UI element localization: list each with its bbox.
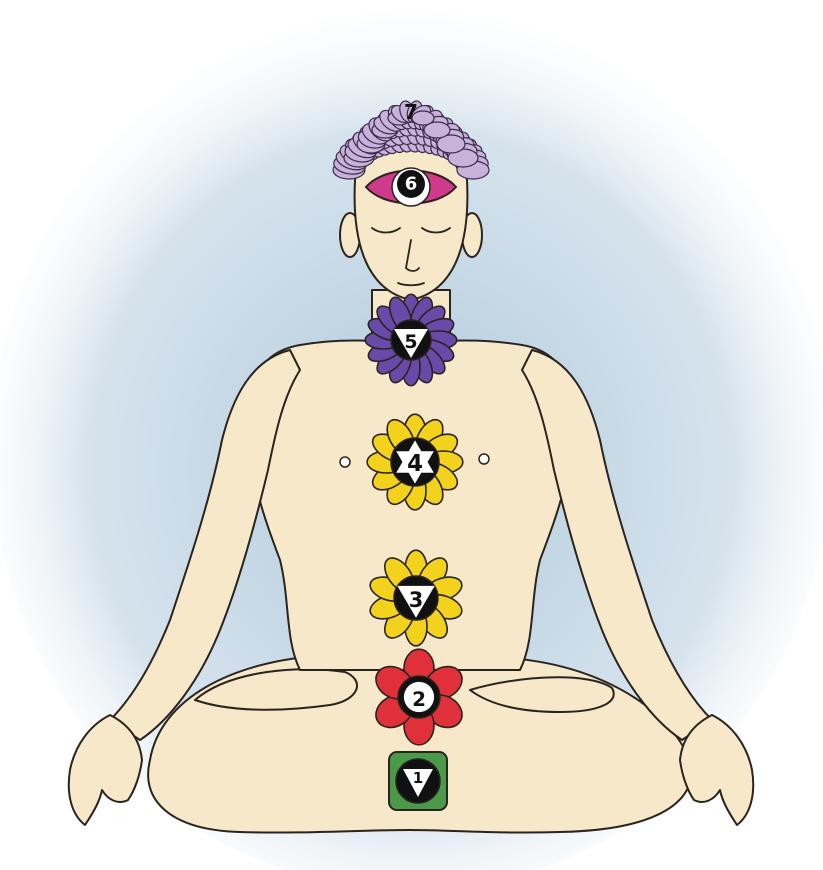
right-nipple — [479, 454, 489, 464]
left-hand — [69, 715, 142, 825]
left-nipple — [340, 457, 350, 467]
root-chakra: 1 — [389, 752, 447, 810]
throat-chakra: 5 — [365, 294, 457, 386]
chakra-number-7: 7 — [404, 100, 418, 124]
chakra-number-5: 5 — [404, 331, 417, 353]
chakra-number-1: 1 — [413, 769, 423, 787]
chakra-number-6: 6 — [405, 174, 418, 195]
chakra-number-3: 3 — [409, 588, 424, 612]
chakra-number-2: 2 — [412, 687, 426, 711]
right-hand — [680, 715, 753, 825]
chakra-number-4: 4 — [407, 451, 423, 477]
